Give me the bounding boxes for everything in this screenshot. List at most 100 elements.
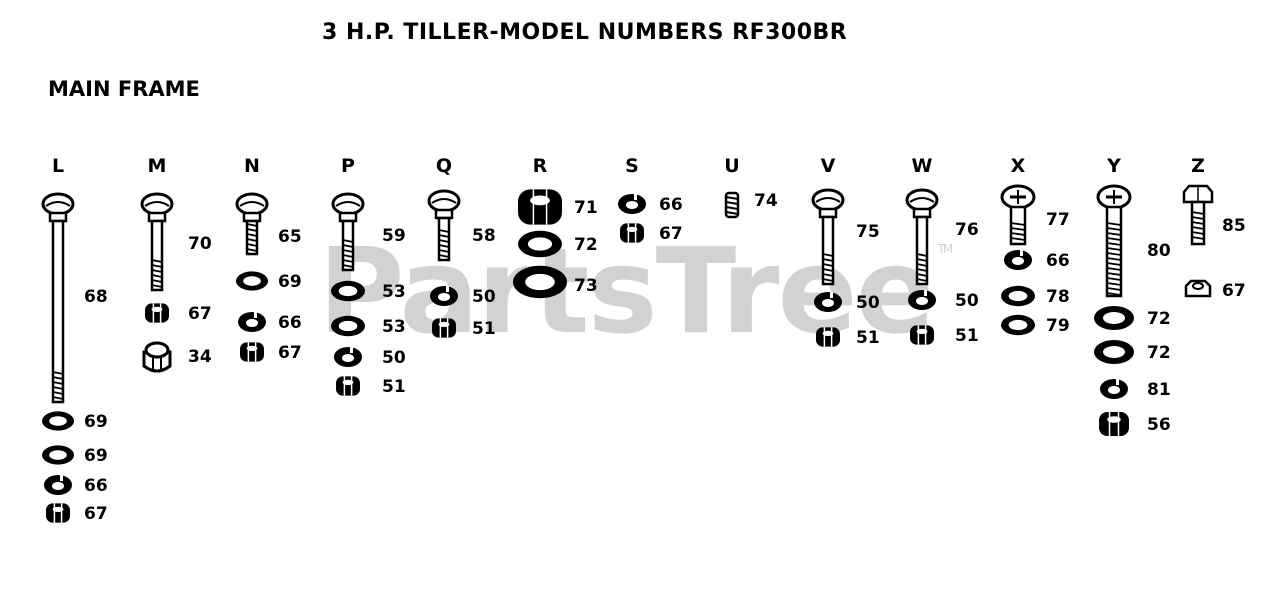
hexnut-part bbox=[1184, 279, 1212, 298]
bolt-part bbox=[905, 188, 939, 286]
part-ref-number: 72 bbox=[1147, 309, 1171, 329]
washer-part bbox=[42, 411, 74, 431]
lock-part bbox=[238, 312, 266, 332]
washer-part bbox=[236, 271, 268, 291]
part-ref-number: 70 bbox=[188, 234, 212, 254]
column-u: U 74 bbox=[724, 155, 778, 219]
column-letter: Q bbox=[436, 155, 452, 177]
part-ref-number: 66 bbox=[659, 195, 683, 215]
column-letter: X bbox=[1011, 155, 1026, 177]
nut-part bbox=[910, 325, 934, 345]
part-ref-number: 73 bbox=[574, 276, 598, 296]
part-ref-number: 53 bbox=[382, 317, 406, 337]
nut-part bbox=[46, 503, 70, 523]
column-letter: L bbox=[52, 155, 64, 177]
part-ref-number: 56 bbox=[1147, 415, 1171, 435]
washer-part bbox=[331, 280, 365, 302]
part-ref-number: 51 bbox=[955, 326, 979, 346]
lock-part bbox=[908, 290, 936, 310]
column-x: X 77 66 78 79 bbox=[1000, 155, 1070, 336]
washer-part bbox=[1001, 314, 1035, 336]
screw-part bbox=[1096, 184, 1132, 298]
part-ref-number: 67 bbox=[1222, 281, 1246, 301]
nut-part bbox=[145, 303, 169, 323]
part-ref-number: 67 bbox=[659, 224, 683, 244]
part-ref-number: 81 bbox=[1147, 380, 1171, 400]
part-ref-number: 66 bbox=[84, 476, 108, 496]
part-ref-number: 51 bbox=[856, 328, 880, 348]
nut-part bbox=[816, 327, 840, 347]
washer-part bbox=[518, 230, 562, 258]
column-letter: M bbox=[148, 155, 167, 177]
part-ref-number: 67 bbox=[84, 504, 108, 524]
bolt-part bbox=[235, 192, 269, 256]
part-ref-number: 66 bbox=[278, 313, 302, 333]
nut-part bbox=[240, 342, 264, 362]
column-letter: Y bbox=[1106, 155, 1121, 177]
hexbolt-part bbox=[1182, 184, 1214, 246]
part-ref-number: 78 bbox=[1046, 287, 1070, 307]
part-ref-number: 67 bbox=[188, 304, 212, 324]
part-ref-number: 34 bbox=[188, 347, 212, 367]
bolt-part bbox=[41, 192, 75, 404]
part-ref-number: 53 bbox=[382, 282, 406, 302]
washer-part bbox=[331, 315, 365, 337]
setscrew-part bbox=[724, 191, 740, 219]
lock-part bbox=[44, 475, 72, 495]
part-ref-number: 79 bbox=[1046, 316, 1070, 336]
part-ref-number: 51 bbox=[472, 319, 496, 339]
bolt-part bbox=[427, 189, 461, 262]
acorn-part bbox=[142, 341, 172, 373]
column-letter: U bbox=[724, 155, 739, 177]
part-ref-number: 74 bbox=[754, 191, 778, 211]
part-ref-number: 69 bbox=[278, 272, 302, 292]
part-ref-number: 58 bbox=[472, 226, 496, 246]
part-ref-number: 50 bbox=[856, 293, 880, 313]
part-ref-number: 50 bbox=[382, 348, 406, 368]
part-ref-number: 69 bbox=[84, 446, 108, 466]
part-ref-number: 76 bbox=[955, 220, 979, 240]
column-m: M 70 67 34 bbox=[140, 155, 212, 373]
column-r: R 71 72 73 bbox=[513, 155, 598, 299]
section-title: MAIN FRAME bbox=[48, 77, 200, 101]
column-letter: W bbox=[912, 155, 933, 177]
nut-part bbox=[336, 376, 360, 396]
column-letter: R bbox=[533, 155, 548, 177]
part-ref-number: 80 bbox=[1147, 241, 1171, 261]
part-ref-number: 50 bbox=[472, 287, 496, 307]
lock-part bbox=[334, 347, 362, 367]
washer-part bbox=[1001, 285, 1035, 307]
lock-part bbox=[618, 194, 646, 214]
part-ref-number: 59 bbox=[382, 226, 406, 246]
part-ref-number: 77 bbox=[1046, 210, 1070, 230]
nut-part bbox=[432, 318, 456, 338]
bolt-part bbox=[140, 192, 174, 292]
screw-part bbox=[1000, 184, 1036, 246]
lock-part bbox=[814, 292, 842, 312]
part-ref-number: 72 bbox=[574, 235, 598, 255]
diagram-title: 3 H.P. TILLER-MODEL NUMBERS RF300BR bbox=[322, 20, 848, 45]
washer-part bbox=[1094, 340, 1134, 364]
part-ref-number: 75 bbox=[856, 222, 880, 242]
washer-part bbox=[1094, 306, 1134, 330]
nut-part bbox=[1099, 412, 1129, 436]
part-ref-number: 51 bbox=[382, 377, 406, 397]
part-ref-number: 66 bbox=[1046, 251, 1070, 271]
part-ref-number: 71 bbox=[574, 198, 598, 218]
lock-part bbox=[430, 286, 458, 306]
washer-part bbox=[513, 265, 567, 299]
nut-part bbox=[518, 189, 562, 225]
part-ref-number: 67 bbox=[278, 343, 302, 363]
part-ref-number: 69 bbox=[84, 412, 108, 432]
lock-part bbox=[1004, 250, 1032, 270]
column-q: Q 58 50 51 bbox=[427, 155, 496, 339]
part-ref-number: 65 bbox=[278, 227, 302, 247]
